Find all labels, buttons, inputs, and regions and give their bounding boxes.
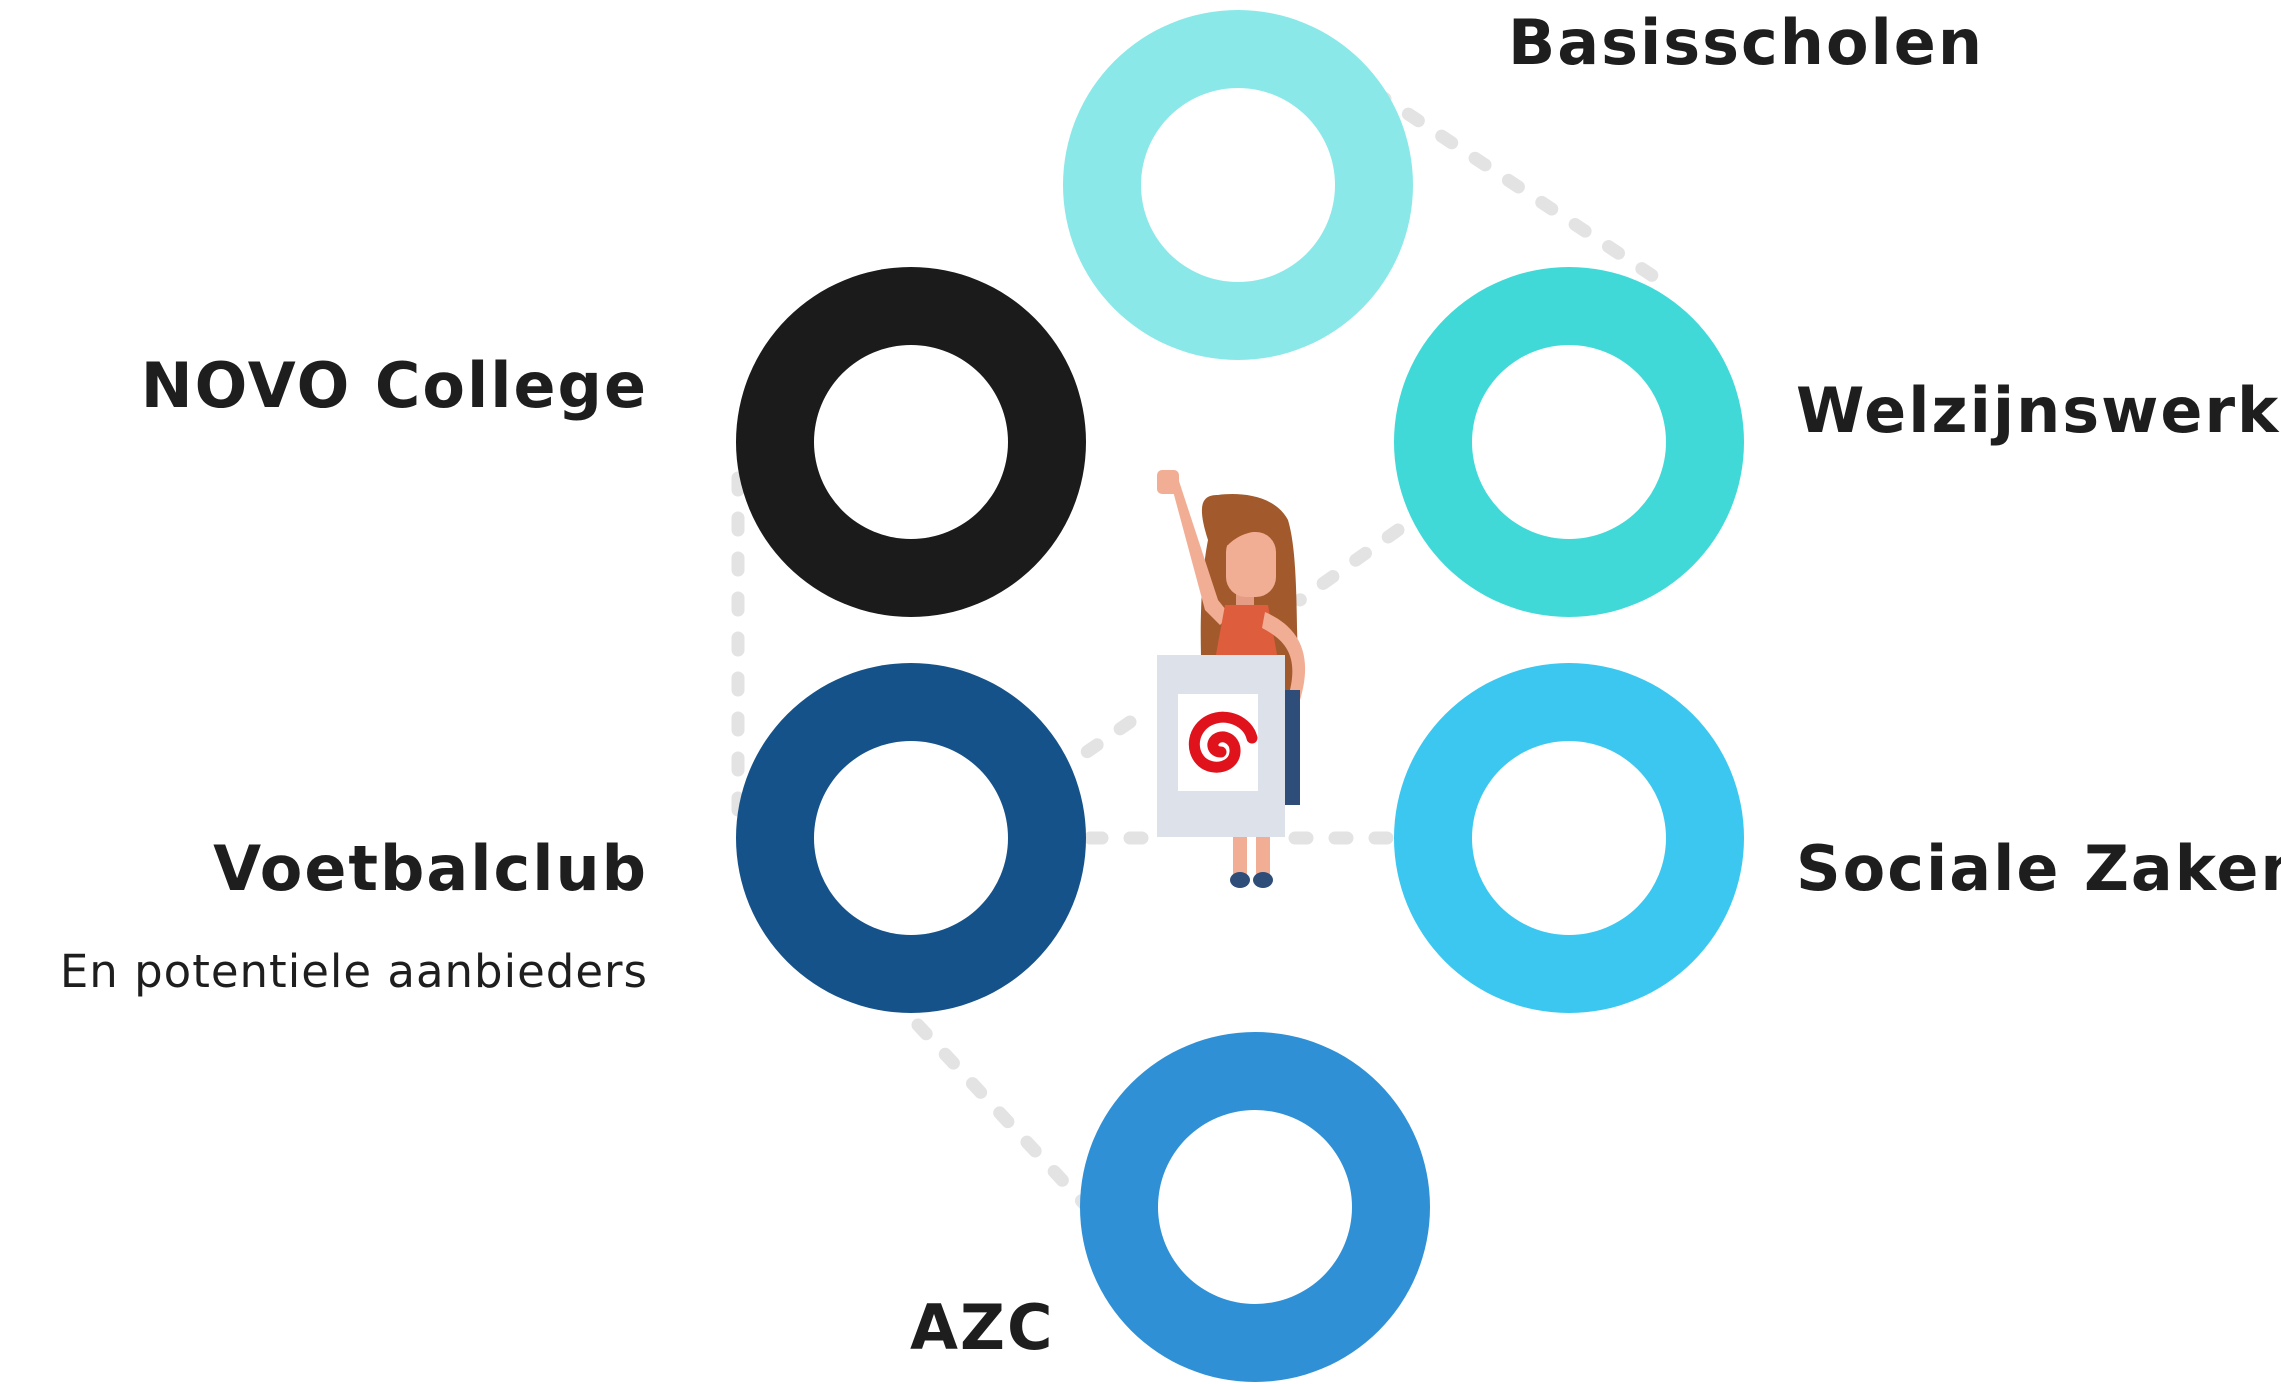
label-sociale-zaken: Sociale Zaken [1796,832,2281,905]
hair-top [1222,512,1282,545]
connector-center-voetbalclub [1061,715,1137,772]
shirt [1215,605,1278,660]
connector-lines [731,85,1669,1217]
node-ring-novo-college [736,267,1086,617]
node-ring-voetbalclub [736,663,1086,1013]
activist-woman-figure [1157,470,1306,888]
label-voetbalclub: Voetbalclub [213,832,648,905]
left-shoe [1230,872,1250,888]
connector-welzijnswerk-center [1293,523,1405,607]
raised-arm [1170,478,1230,625]
connector-basisscholen-welzijnswerk [1368,85,1669,289]
right-shoe [1253,872,1273,888]
node-ring-welzijnswerk [1394,267,1744,617]
connector-voetbalclub-azc [911,1018,1097,1217]
node-ring-basisscholen [1063,10,1413,360]
label-basisscholen: Basisscholen [1508,6,1984,79]
node-ring-azc [1080,1032,1430,1382]
label-novo-college: NOVO College [140,349,648,422]
face [1226,532,1276,597]
label-welzijnswerk: Welzijnswerk [1796,374,2281,447]
left-leg [1233,837,1247,875]
sublabel-voetbalclub: En potentiele aanbieders [59,945,648,998]
right-leg [1256,837,1270,875]
raised-fist [1157,470,1179,494]
node-ring-sociale-zaken [1394,663,1744,1013]
label-azc: AZC [910,1291,1055,1364]
red-spiral-logo [1188,711,1258,773]
